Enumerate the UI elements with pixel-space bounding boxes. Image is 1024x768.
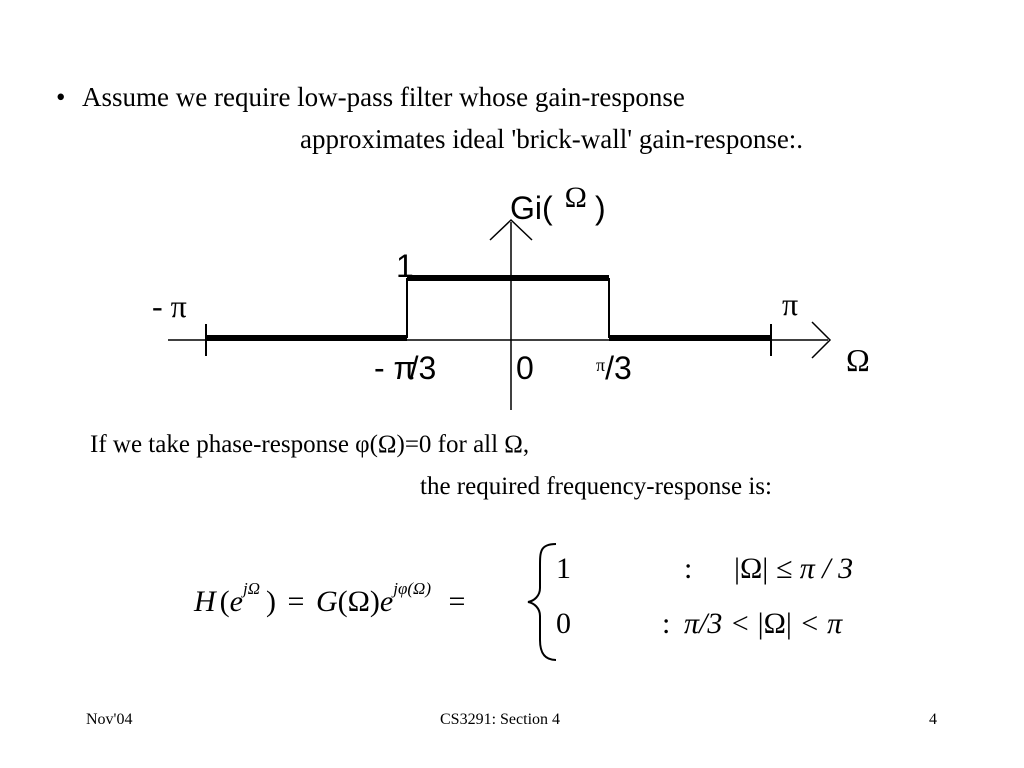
eq-e2: e: [379, 585, 394, 618]
case2-condition: π/3 < |Ω| < π: [684, 607, 842, 641]
eq-close: ): [266, 585, 277, 618]
y-axis-label: Gi( Ω): [510, 181, 606, 227]
footer-page-number: 4: [929, 711, 937, 728]
case1-rest: ≤ π / 3: [775, 552, 854, 585]
pos-cutoff-div: /3: [605, 350, 632, 386]
neg-cutoff-label: - π/3: [374, 350, 436, 387]
case2-left: π/3 <: [684, 607, 751, 640]
y-label-omega: Ω: [564, 181, 587, 214]
case1-condition: |Ω| ≤ π / 3: [734, 552, 853, 586]
right-edge-label: π: [782, 286, 799, 322]
phase-line-2: the required frequency-response is:: [420, 473, 772, 500]
eq-exp-2: jφ(Ω): [393, 579, 431, 598]
neg-cutoff-div: /3: [409, 350, 437, 386]
x-axis-arrow: [811, 321, 832, 359]
left-edge-label: - π: [152, 288, 187, 324]
footer-date: Nov'04: [86, 711, 133, 728]
pos-cutoff-pi: π: [596, 355, 606, 375]
case2-abs-omega: |Ω|: [757, 607, 792, 640]
case2-colon: :: [662, 607, 671, 640]
zero-label: 0: [516, 350, 534, 386]
case1-colon: :: [684, 552, 693, 585]
case1-value: 1: [556, 552, 571, 585]
gain-one-label: 1: [396, 248, 414, 284]
eq-equals-1: =: [287, 585, 305, 618]
case1-abs-omega: |Ω|: [734, 552, 769, 585]
eq-H: H: [194, 585, 216, 618]
case2-right: < π: [799, 607, 843, 640]
equation-lhs: H(ejΩ) = G(Ω)ejφ(Ω) =: [194, 579, 466, 619]
pos-cutoff-label: π/3: [596, 350, 632, 387]
case2-value: 0: [556, 607, 571, 640]
footer-course: CS3291: Section 4: [440, 711, 561, 728]
eq-G: G: [315, 585, 338, 618]
x-axis-label: Ω: [846, 342, 870, 378]
bullet-line-1: Assume we require low-pass filter whose …: [82, 82, 685, 112]
bullet-marker: •: [56, 82, 66, 112]
eq-G-arg: (Ω): [337, 585, 380, 618]
y-axis-arrow: [489, 218, 533, 241]
eq-open: (: [219, 585, 230, 618]
bullet-line-2: approximates ideal 'brick-wall' gain-res…: [300, 124, 804, 154]
eq-e: e: [229, 585, 243, 618]
neg-cutoff-minus: - π: [374, 350, 416, 386]
eq-exp-1: jΩ: [243, 579, 261, 598]
phase-line-1: If we take phase-response φ(Ω)=0 for all…: [90, 431, 530, 458]
eq-equals-2: =: [448, 585, 466, 618]
y-label-prefix: Gi(: [510, 190, 553, 226]
y-label-suffix: ): [594, 190, 606, 226]
